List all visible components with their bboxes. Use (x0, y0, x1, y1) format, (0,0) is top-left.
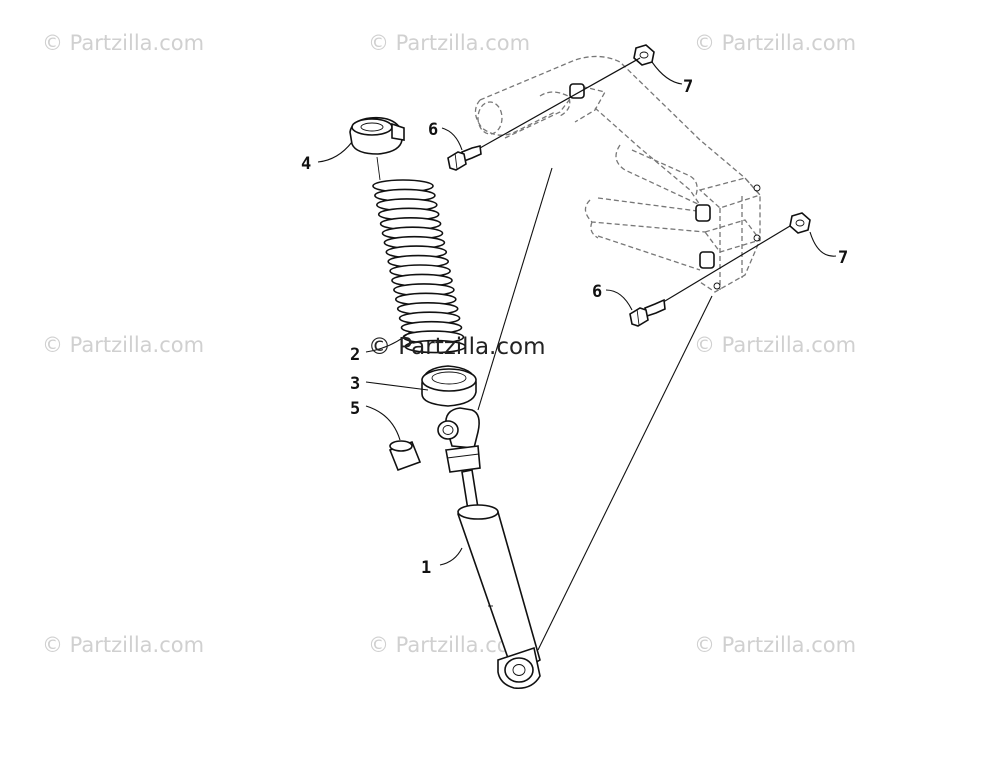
bolt-top (447, 57, 641, 171)
alignment-line-upper (477, 167, 553, 411)
coil-spring (372, 179, 467, 354)
bolt-right (629, 225, 791, 327)
callout-6-top: 6 (428, 120, 438, 140)
retainer-to-spring-line (376, 156, 381, 181)
spring-retainer (349, 116, 405, 155)
callout-3: 3 (350, 374, 360, 394)
callout-7-right: 7 (838, 248, 848, 268)
callout-1: 1 (421, 558, 431, 578)
spring-coil (404, 339, 467, 354)
spring-seat (421, 365, 477, 407)
callout-6-right: 6 (592, 282, 602, 302)
frame-bolt-heads (569, 83, 761, 290)
callout-leaders (317, 61, 837, 566)
watermark-top-left: © Partzilla.com (42, 31, 204, 55)
watermark-top-center: © Partzilla.com (368, 31, 530, 55)
a-arm-frame (474, 55, 762, 293)
watermark-bottom-left: © Partzilla.com (42, 633, 204, 657)
callout-2: 2 (350, 345, 360, 365)
watermark-center: © Partzilla.com (368, 334, 546, 360)
watermark-mid-left: © Partzilla.com (42, 333, 204, 357)
nut-top (633, 44, 655, 66)
alignment-line-lower (537, 295, 713, 651)
watermark-mid-right: © Partzilla.com (694, 333, 856, 357)
nut-right (789, 212, 811, 234)
callout-5: 5 (350, 399, 360, 419)
callout-7-top: 7 (683, 77, 693, 97)
bushing (388, 440, 422, 472)
watermark-top-right: © Partzilla.com (694, 31, 856, 55)
watermark-bottom-right: © Partzilla.com (694, 633, 856, 657)
shock-absorber (437, 407, 541, 690)
callout-4: 4 (301, 154, 311, 174)
